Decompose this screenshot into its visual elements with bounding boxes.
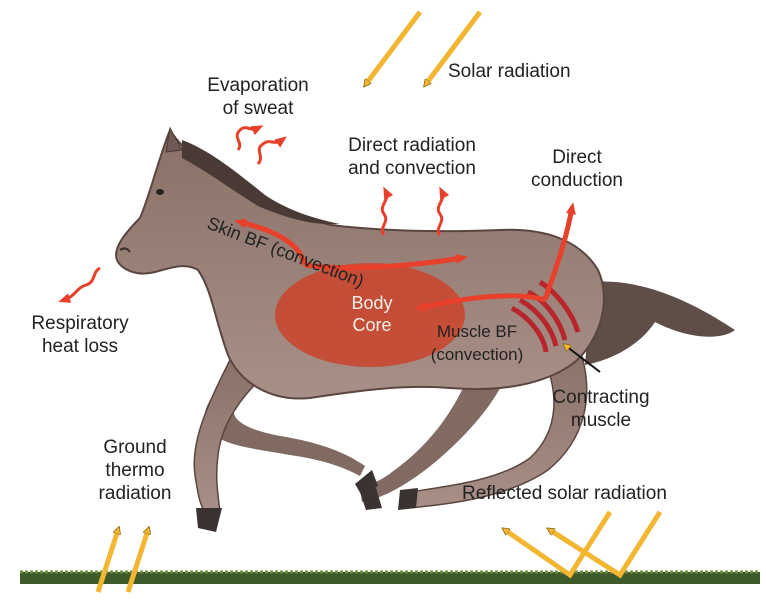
horse-eye [156,189,164,195]
ground-thermo-line-3: radiation [80,482,190,505]
muscle-bf-line-2: (convection) [412,343,542,366]
direct-conduction-label: Direct conduction [512,146,642,192]
respiratory-line-1: Respiratory [10,312,150,335]
contracting-muscle-line-1: Contracting [536,386,666,409]
contracting-muscle-label: Contracting muscle [536,386,666,432]
direct-radiation-line-1: Direct radiation [322,134,502,157]
muscle-bf-label: Muscle BF (convection) [412,320,542,366]
respiratory-line-2: heat loss [10,335,150,358]
direct-radiation-line-2: and convection [322,157,502,180]
body-core-label: Body Core [332,292,412,336]
respiratory-label: Respiratory heat loss [10,312,150,358]
ground-thermo-line-1: Ground [80,436,190,459]
ground-thermo-line-2: thermo [80,459,190,482]
ground-thermo-label: Ground thermo radiation [80,436,190,505]
direct-conduction-line-2: conduction [512,169,642,192]
reflected-radiation-arrows [505,512,660,575]
solar-radiation-label: Solar radiation [448,60,571,83]
horse-hoof [398,488,418,510]
reflected-solar-label: Reflected solar radiation [462,482,667,505]
contracting-muscle-line-2: muscle [536,409,666,432]
horse-tail [585,282,735,365]
body-core-line-1: Body [332,292,412,314]
horse-hoof [196,508,222,532]
direct-radiation-label: Direct radiation and convection [322,134,502,180]
evaporation-line-2: of sweat [188,97,328,120]
evaporation-label: Evaporation of sweat [188,74,328,120]
evaporation-line-1: Evaporation [188,74,328,97]
muscle-bf-line-1: Muscle BF [412,320,542,343]
body-core-line-2: Core [332,314,412,336]
direct-conduction-line-1: Direct [512,146,642,169]
solar-radiation-text: Solar radiation [448,60,571,83]
reflected-solar-text: Reflected solar radiation [462,482,667,505]
